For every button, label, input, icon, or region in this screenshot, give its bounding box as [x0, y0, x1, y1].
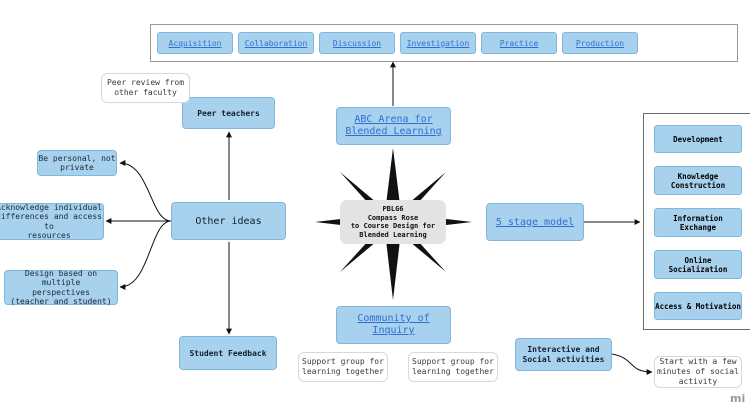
student-feedback-node[interactable]: Student Feedback [179, 336, 277, 370]
interactive-label: Interactive and Social activities [522, 344, 605, 364]
tab-collaboration[interactable]: Collaboration [238, 32, 314, 54]
tab-production[interactable]: Production [562, 32, 638, 54]
note-text: Design based on multiple perspectives (t… [10, 268, 112, 307]
tab-discussion[interactable]: Discussion [319, 32, 395, 54]
tab-label[interactable]: Production [575, 38, 625, 48]
note-be-personal[interactable]: Be personal, not private [37, 150, 117, 176]
note-text: Acknowledge individual differences and a… [0, 202, 102, 241]
support-text: Support group for learning together [302, 357, 384, 376]
tab-label[interactable]: Acquisition [168, 38, 222, 48]
social-note-text: Start with a few minutes of social activ… [657, 357, 739, 386]
peer-teachers-label: Peer teachers [197, 108, 260, 118]
support-text: Support group for learning together [412, 357, 494, 376]
center-subtitle: Compass Rose to Course Design for Blende… [350, 213, 436, 239]
community-of-inquiry-node[interactable]: Community of Inquiry [336, 306, 451, 344]
abc-arena-node[interactable]: ABC Arena for Blended Learning [336, 107, 451, 145]
note-text: Be personal, not private [38, 153, 116, 173]
tab-acquisition[interactable]: Acquisition [157, 32, 233, 54]
tab-practice[interactable]: Practice [481, 32, 557, 54]
center-title: PBLG6 [382, 205, 404, 213]
interactive-social-node[interactable]: Interactive and Social activities [515, 338, 612, 371]
stage-information-exchange[interactable]: Information Exchange [654, 208, 742, 237]
arrow-to-note-personal [119, 160, 172, 222]
tab-label[interactable]: Collaboration [244, 38, 308, 48]
peer-review-note[interactable]: Peer review from other faculty [101, 73, 190, 103]
social-activity-note[interactable]: Start with a few minutes of social activ… [654, 356, 742, 388]
student-feedback-label: Student Feedback [189, 348, 267, 358]
support-note-1[interactable]: Support group for learning together [298, 352, 388, 382]
stage-knowledge-construction[interactable]: Knowledge Construction [654, 166, 742, 195]
tab-label[interactable]: Practice [499, 38, 539, 48]
stage-development[interactable]: Development [654, 125, 742, 153]
stage-label: Access & Motivation [655, 301, 741, 311]
stage-label: Online Socialization [668, 255, 728, 274]
peer-review-text: Peer review from other faculty [106, 78, 185, 97]
stage-online-socialization[interactable]: Online Socialization [654, 250, 742, 279]
stage-label: Information Exchange [673, 213, 723, 232]
tab-label[interactable]: Discussion [332, 38, 382, 48]
arrow-to-social-note [611, 353, 653, 375]
other-ideas-label: Other ideas [195, 215, 262, 227]
five-stage-model-node[interactable]: 5 stage model [486, 203, 584, 241]
watermark-logo: mi [730, 392, 746, 405]
peer-teachers-node[interactable]: Peer teachers [182, 97, 275, 129]
other-ideas-node[interactable]: Other ideas [171, 202, 286, 240]
tab-investigation[interactable]: Investigation [400, 32, 476, 54]
stage-label: Development [673, 134, 723, 144]
stage-access-motivation[interactable]: Access & Motivation [654, 292, 742, 320]
note-multiple-perspectives[interactable]: Design based on multiple perspectives (t… [4, 268, 118, 307]
support-note-2[interactable]: Support group for learning together [408, 352, 498, 382]
community-link[interactable]: Community of Inquiry [357, 313, 430, 336]
five-stage-link[interactable]: 5 stage model [495, 216, 575, 228]
center-topic[interactable]: PBLG6 Compass Rose to Course Design for … [340, 200, 446, 244]
tab-label[interactable]: Investigation [406, 38, 470, 48]
arrow-to-note-perspectives [119, 220, 172, 290]
abc-arena-link[interactable]: ABC Arena for Blended Learning [345, 114, 442, 137]
note-individual-differences[interactable]: Acknowledge individual differences and a… [0, 203, 104, 240]
stage-label: Knowledge Construction [670, 171, 726, 190]
